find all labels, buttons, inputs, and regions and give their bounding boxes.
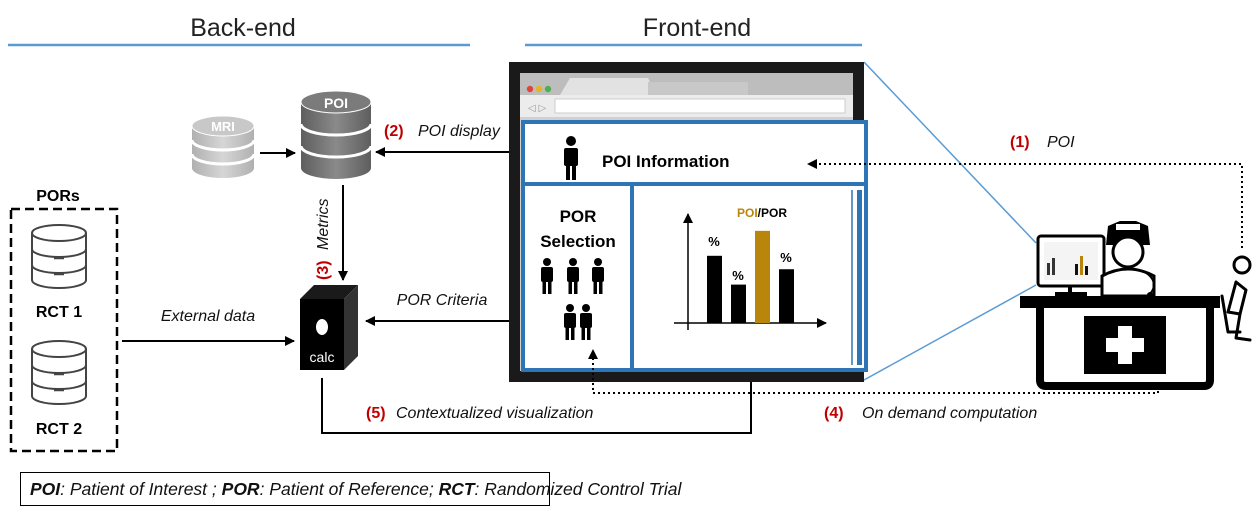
step5-text: Contextualized visualization: [396, 405, 594, 422]
poi-db-label: POI: [324, 95, 348, 111]
bar-label-4: %: [780, 250, 792, 265]
step4-text: On demand computation: [862, 405, 1037, 422]
mri-label: MRI: [211, 119, 235, 134]
rct1-database-icon: [31, 224, 87, 289]
rct1-label: RCT 1: [36, 304, 82, 321]
mini-chart-bar-2: [731, 284, 746, 323]
browser-back-forward-icon: ◁ ▷: [528, 103, 546, 114]
step4-number: (4): [824, 405, 844, 422]
poi-information-title: POI Information: [602, 152, 730, 171]
poi-request-arrow: [807, 159, 1243, 248]
legend-poi-abbr: POI: [30, 479, 61, 499]
poi-database-icon: [299, 90, 373, 179]
zoom-line-top: [863, 61, 1037, 244]
mri-database-icon: [190, 115, 256, 178]
chart-legend: POI/POR: [737, 206, 787, 220]
bar-label-2: %: [732, 268, 744, 283]
legend-poi-def: : Patient of Interest ;: [60, 479, 222, 499]
browser-close-dot: [526, 85, 534, 93]
por-selection-line1: POR: [560, 207, 597, 226]
frame-scrollbar: [857, 190, 862, 365]
browser-min-dot: [535, 85, 543, 93]
legend-rct-abbr: RCT: [438, 479, 475, 499]
people-group-icon: [541, 258, 604, 340]
browser-max-dot: [544, 85, 552, 93]
legend-por-abbr: POR: [221, 479, 260, 499]
bar-label-1: %: [708, 234, 720, 249]
contextualized-visualization-arrow: [321, 355, 756, 434]
step2-text: POI display: [418, 123, 501, 140]
chart-legend-por: /POR: [758, 206, 788, 220]
patient-seated-icon: [1220, 255, 1252, 342]
calc-server-icon: [300, 285, 358, 370]
por-selection-line2: Selection: [540, 232, 616, 251]
pors-title: PORs: [36, 188, 80, 205]
mini-chart-bar-1: [707, 255, 722, 323]
mini-chart-bar-4: [779, 269, 794, 323]
rct2-label: RCT 2: [36, 421, 82, 438]
backend-title: Back-end: [190, 14, 296, 42]
pors-box: [9, 207, 119, 453]
rct2-database-icon: [31, 340, 87, 405]
por-criteria-label: POR Criteria: [397, 292, 488, 309]
zoom-line-bottom: [863, 284, 1037, 381]
legend-por-def: : Patient of Reference;: [259, 479, 439, 499]
chart-legend-poi: POI: [737, 206, 758, 220]
frontend-title: Front-end: [643, 14, 751, 42]
mini-chart-bar-3: [755, 230, 770, 323]
abbreviations-legend: POI: Patient of Interest ; POR: Patient …: [20, 472, 681, 506]
step3-number: (3): [315, 260, 332, 280]
step2-number: (2): [384, 123, 404, 140]
mini-bar-chart: % % % POI/POR: [674, 206, 827, 330]
external-data-label: External data: [161, 308, 255, 325]
legend-rct-def: : Randomized Control Trial: [474, 479, 682, 499]
doctor-desk-icon: [1020, 221, 1220, 390]
step3-text: Metrics: [315, 198, 332, 250]
person-icon: [564, 136, 578, 180]
step1-text: POI: [1047, 134, 1075, 151]
step1-number: (1): [1010, 134, 1030, 151]
step5-number: (5): [366, 405, 386, 422]
calc-label: calc: [310, 349, 335, 365]
